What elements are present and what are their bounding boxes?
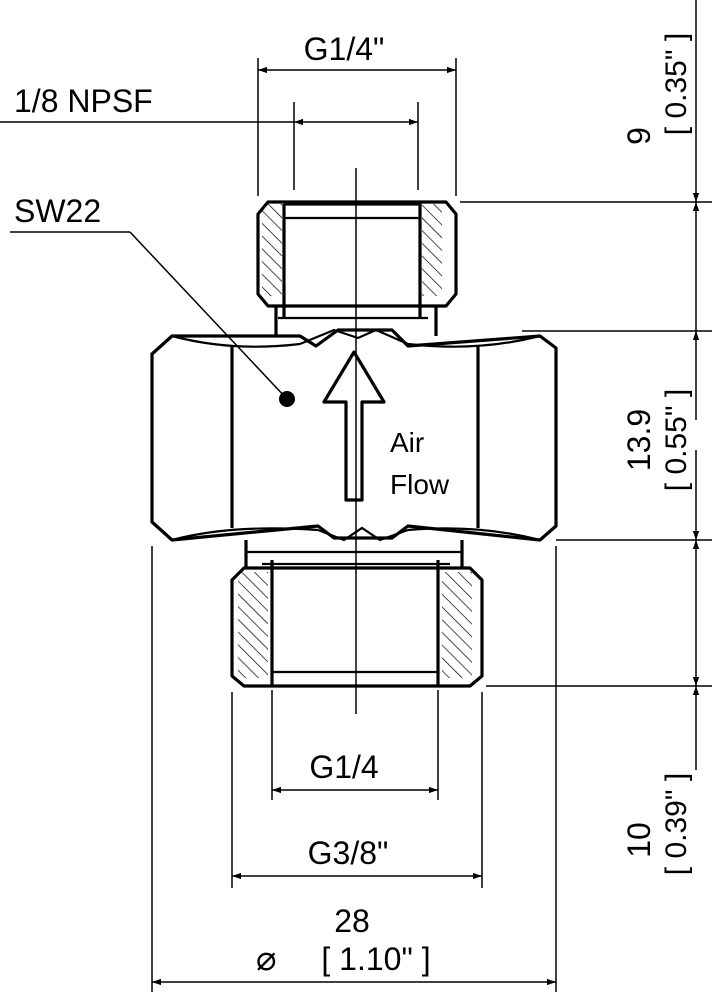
top-fitting-bore (282, 202, 422, 318)
hex-body-outline (150, 328, 558, 542)
bottom-fitting (230, 540, 484, 688)
top-height-mm-label: 9 (621, 127, 657, 145)
dim-top-thread: G1/4" (257, 31, 457, 196)
dim-bottom-thread-outer: G3/8" (231, 692, 483, 888)
top-fitting (256, 200, 458, 336)
airflow-label-line2: Flow (390, 469, 450, 500)
bottom-fitting-bore (270, 560, 440, 686)
dim-npsf: 1/8 NPSF (0, 83, 419, 190)
dim-vertical-chain: 9 [ 0.35" ] 13.9 [ 0.55" ] 10 [ 0.39" ] (460, 0, 712, 875)
top-height-in-label: [ 0.35" ] (660, 33, 693, 135)
diameter-mm-label: 28 (334, 903, 370, 939)
bottom-thread-inner-label: G1/4 (309, 749, 378, 785)
wrench-size-callout: SW22 (10, 193, 288, 400)
bottom-thread-outer-label: G3/8" (308, 835, 389, 871)
npsf-label: 1/8 NPSF (14, 83, 153, 119)
body-height-mm-label: 13.9 (621, 409, 657, 471)
bottom-fitting-outline (230, 566, 484, 688)
bottom-height-in-label: [ 0.39" ] (660, 773, 693, 875)
wrench-size-label: SW22 (14, 193, 101, 229)
hex-body (150, 328, 558, 542)
dim-bottom-thread-inner: G1/4 (271, 690, 439, 800)
top-thread-hatch-right (422, 204, 442, 296)
bottom-thread-hatch-left (238, 572, 268, 678)
bottom-thread-hatch-right (442, 572, 472, 678)
body-height-in-label: [ 0.55" ] (660, 389, 693, 491)
top-fitting-outline (256, 200, 458, 308)
dim-diameter: 28 ⌀ [ 1.10" ] (151, 546, 557, 992)
top-thread-label: G1/4" (304, 31, 385, 67)
airflow-arrow (322, 350, 386, 502)
bottom-height-mm-label: 10 (621, 822, 657, 858)
top-thread-hatch-left (262, 204, 282, 296)
diameter-symbol: ⌀ (256, 940, 276, 978)
diameter-in-label: [ 1.10" ] (321, 941, 430, 977)
airflow-label-line1: Air (390, 427, 424, 458)
